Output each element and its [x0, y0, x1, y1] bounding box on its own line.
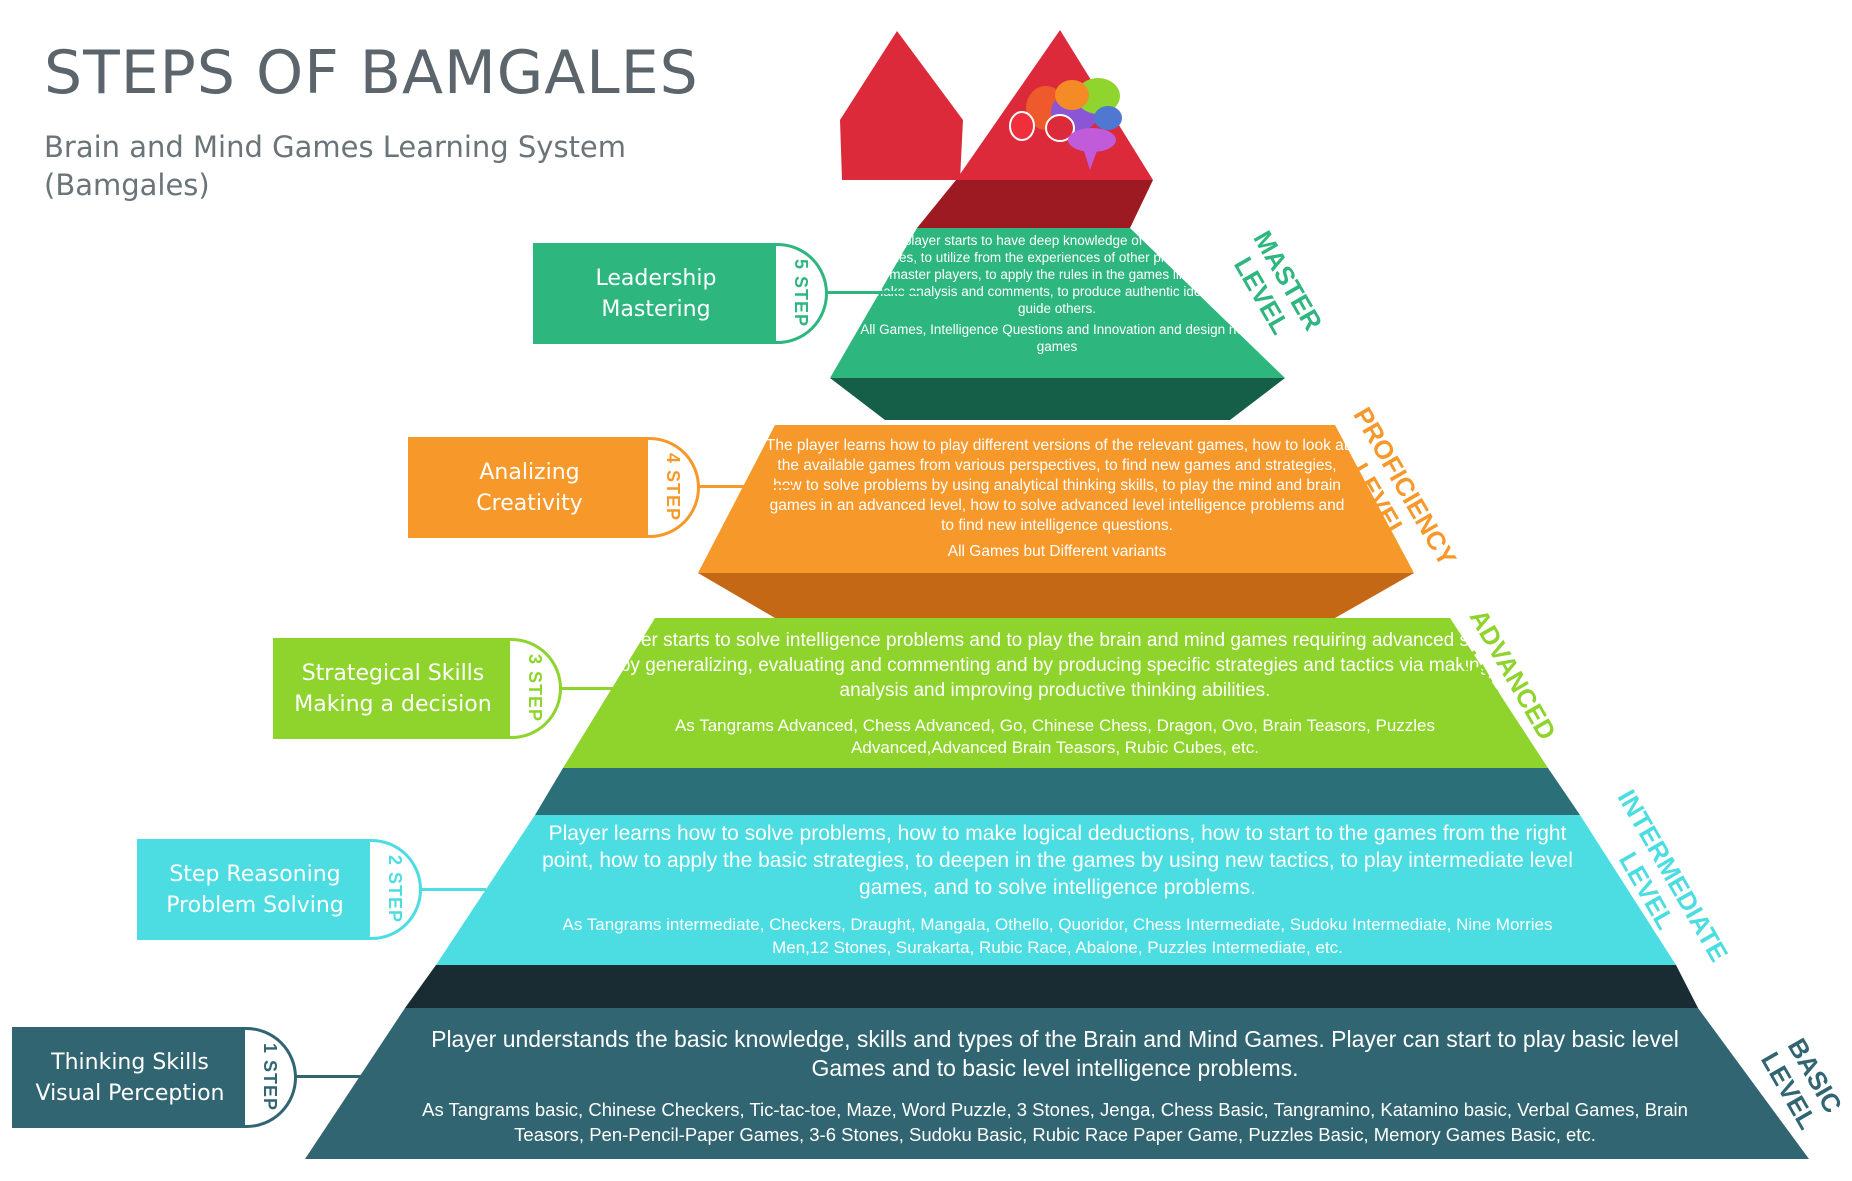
advanced-band	[563, 618, 1548, 768]
basic-connector	[291, 1075, 371, 1078]
subtitle-line-1: Brain and Mind Games Learning System	[44, 130, 627, 164]
proficiency-skill-line-1: Analizing	[479, 459, 580, 485]
intermediate-step-number: 2 STEP	[385, 855, 405, 924]
proficiency-connector	[694, 485, 794, 488]
proficiency-skill-line-2: Creativity	[476, 490, 583, 516]
master-step-number: 5 STEP	[791, 259, 811, 328]
proficiency-games: All Games but Different variants	[947, 543, 1167, 560]
master-games: All Games, Intelligence Questions and In…	[860, 322, 1254, 354]
master-description-box: The player starts to have deep knowledge…	[857, 232, 1257, 355]
master-skill-line-2: Mastering	[601, 296, 711, 322]
intermediate-skill-line-1: Step Reasoning	[169, 861, 341, 887]
basic-description: Player understands the basic knowledge, …	[431, 1026, 1679, 1081]
intermediate-description-box: Player learns how to solve problems, how…	[540, 820, 1575, 959]
intermediate-skill-label: Step Reasoning Problem Solving	[140, 842, 370, 937]
proficiency-description: The player learns how to play different …	[765, 437, 1349, 534]
apex-triangle	[840, 31, 963, 180]
proficiency-band-shade	[698, 573, 1414, 618]
basic-step-tag: Thinking Skills Visual Perception 1 STEP	[12, 1027, 297, 1128]
advanced-description-box: Player starts to solve intelligence prob…	[600, 628, 1510, 759]
master-connector	[822, 291, 920, 294]
intermediate-description: Player learns how to solve problems, how…	[542, 822, 1573, 899]
advanced-step-number: 3 STEP	[525, 654, 545, 723]
intermediate-step-tag: Step Reasoning Problem Solving 2 STEP	[137, 839, 422, 940]
proficiency-step-tag: Analizing Creativity 4 STEP	[408, 437, 700, 538]
advanced-skill-line-2: Making a decision	[294, 691, 492, 717]
proficiency-skill-label: Analizing Creativity	[411, 440, 648, 535]
master-description: The player starts to have deep knowledge…	[857, 233, 1257, 316]
subtitle-line-2: (Bamgales)	[44, 168, 210, 202]
apex-bottom-shade	[917, 180, 1153, 228]
advanced-description: Player starts to solve intelligence prob…	[604, 630, 1506, 701]
proficiency-band	[698, 425, 1414, 573]
basic-games: As Tangrams basic, Chinese Checkers, Tic…	[422, 1099, 1688, 1145]
basic-skill-label: Thinking Skills Visual Perception	[15, 1030, 245, 1125]
intermediate-band	[436, 815, 1676, 965]
master-skill-label: Leadership Mastering	[536, 246, 776, 341]
advanced-band-shade	[535, 768, 1580, 815]
master-band-shade	[830, 378, 1285, 420]
advanced-skill-line-1: Strategical Skills	[301, 660, 485, 686]
basic-description-box: Player understands the basic knowledge, …	[395, 1025, 1715, 1147]
master-step-tag: Leadership Mastering 5 STEP	[533, 243, 828, 344]
intermediate-games: As Tangrams intermediate, Checkers, Drau…	[562, 915, 1553, 957]
advanced-step-tag: Strategical Skills Making a decision 3 S…	[273, 638, 562, 739]
intermediate-skill-line-2: Problem Solving	[166, 892, 344, 918]
advanced-games: As Tangrams Advanced, Chess Advanced, Go…	[674, 716, 1436, 757]
basic-skill-line-2: Visual Perception	[35, 1080, 225, 1106]
brain-icon	[1009, 78, 1122, 170]
basic-skill-line-1: Thinking Skills	[51, 1049, 209, 1075]
master-skill-line-1: Leadership	[595, 265, 717, 291]
advanced-skill-label: Strategical Skills Making a decision	[276, 641, 510, 736]
intermediate-band-shade	[405, 965, 1698, 1008]
basic-step-number: 1 STEP	[260, 1043, 280, 1112]
basic-band	[305, 1008, 1809, 1159]
page-title: STEPS OF BAMGALES	[44, 38, 699, 108]
proficiency-description-box: The player learns how to play different …	[762, 436, 1352, 562]
intermediate-connector	[416, 888, 486, 891]
advanced-connector	[556, 687, 618, 690]
master-band	[830, 228, 1285, 378]
proficiency-step-number: 4 STEP	[663, 453, 683, 522]
page-subtitle: Brain and Mind Games Learning System (Ba…	[44, 128, 664, 204]
